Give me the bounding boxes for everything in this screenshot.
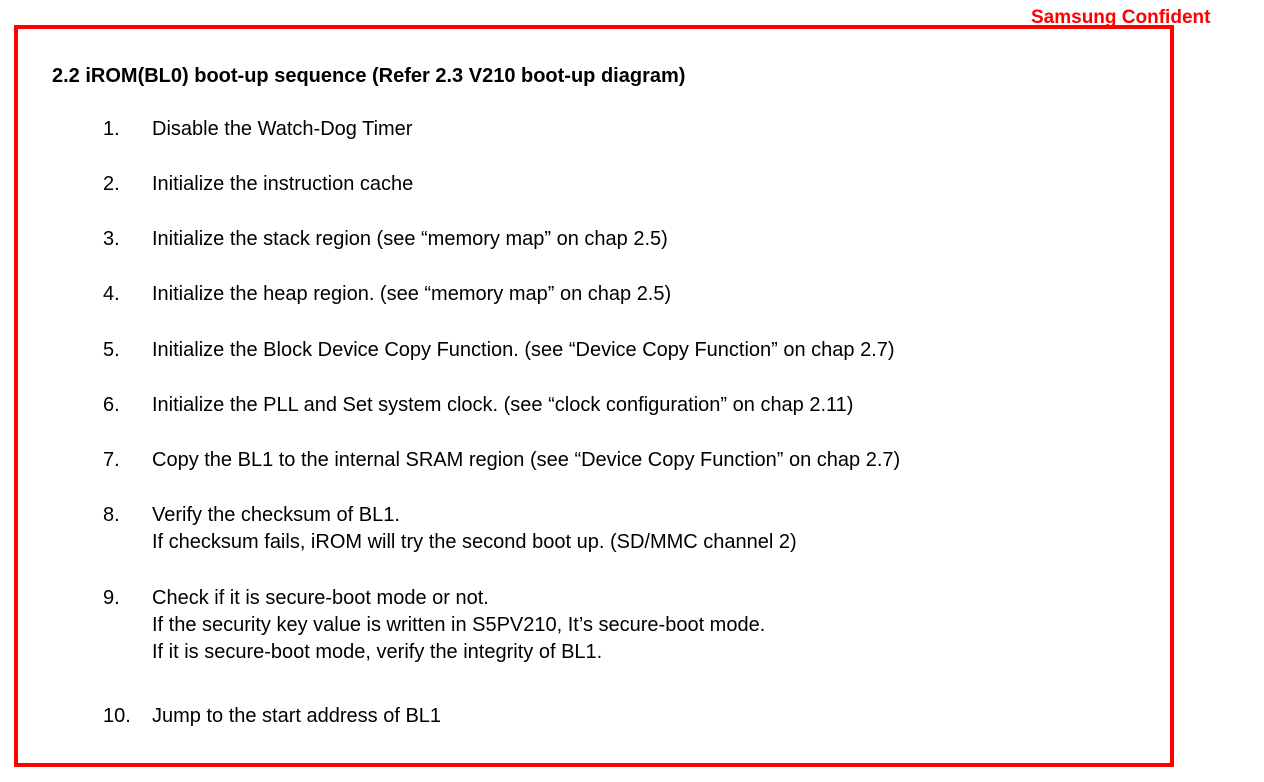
step-text: Check if it is secure-boot mode or not.	[152, 587, 489, 609]
step-number: 8.	[103, 504, 120, 526]
step-number: 5.	[103, 339, 120, 361]
step-number: 3.	[103, 228, 120, 250]
document-frame	[14, 25, 1174, 767]
step-text: Initialize the stack region (see “memory…	[152, 228, 668, 250]
step-text: Disable the Watch-Dog Timer	[152, 118, 413, 140]
step-text: Jump to the start address of BL1	[152, 705, 442, 727]
step-number: 10.	[103, 705, 131, 727]
step-text: Verify the checksum of BL1.	[152, 504, 400, 526]
step-number: 4.	[103, 283, 120, 305]
step-number: 7.	[103, 449, 120, 471]
step-number: 6.	[103, 394, 120, 416]
section-heading: 2.2 iROM(BL0) boot-up sequence (Refer 2.…	[52, 65, 686, 87]
step-text: Initialize the heap region. (see “memory…	[152, 283, 672, 305]
step-text: If it is secure-boot mode, verify the in…	[152, 641, 603, 663]
step-text: If the security key value is written in …	[152, 614, 766, 636]
confidential-label: Samsung Confident	[1031, 7, 1211, 28]
step-text: If checksum fails, iROM will try the sec…	[152, 531, 797, 553]
step-number: 2.	[103, 173, 120, 195]
step-text: Copy the BL1 to the internal SRAM region…	[152, 449, 901, 471]
step-text: Initialize the PLL and Set system clock.…	[152, 394, 854, 416]
step-text: Initialize the Block Device Copy Functio…	[152, 339, 895, 361]
step-number: 9.	[103, 587, 120, 609]
step-number: 1.	[103, 118, 120, 140]
step-text: Initialize the instruction cache	[152, 173, 414, 195]
